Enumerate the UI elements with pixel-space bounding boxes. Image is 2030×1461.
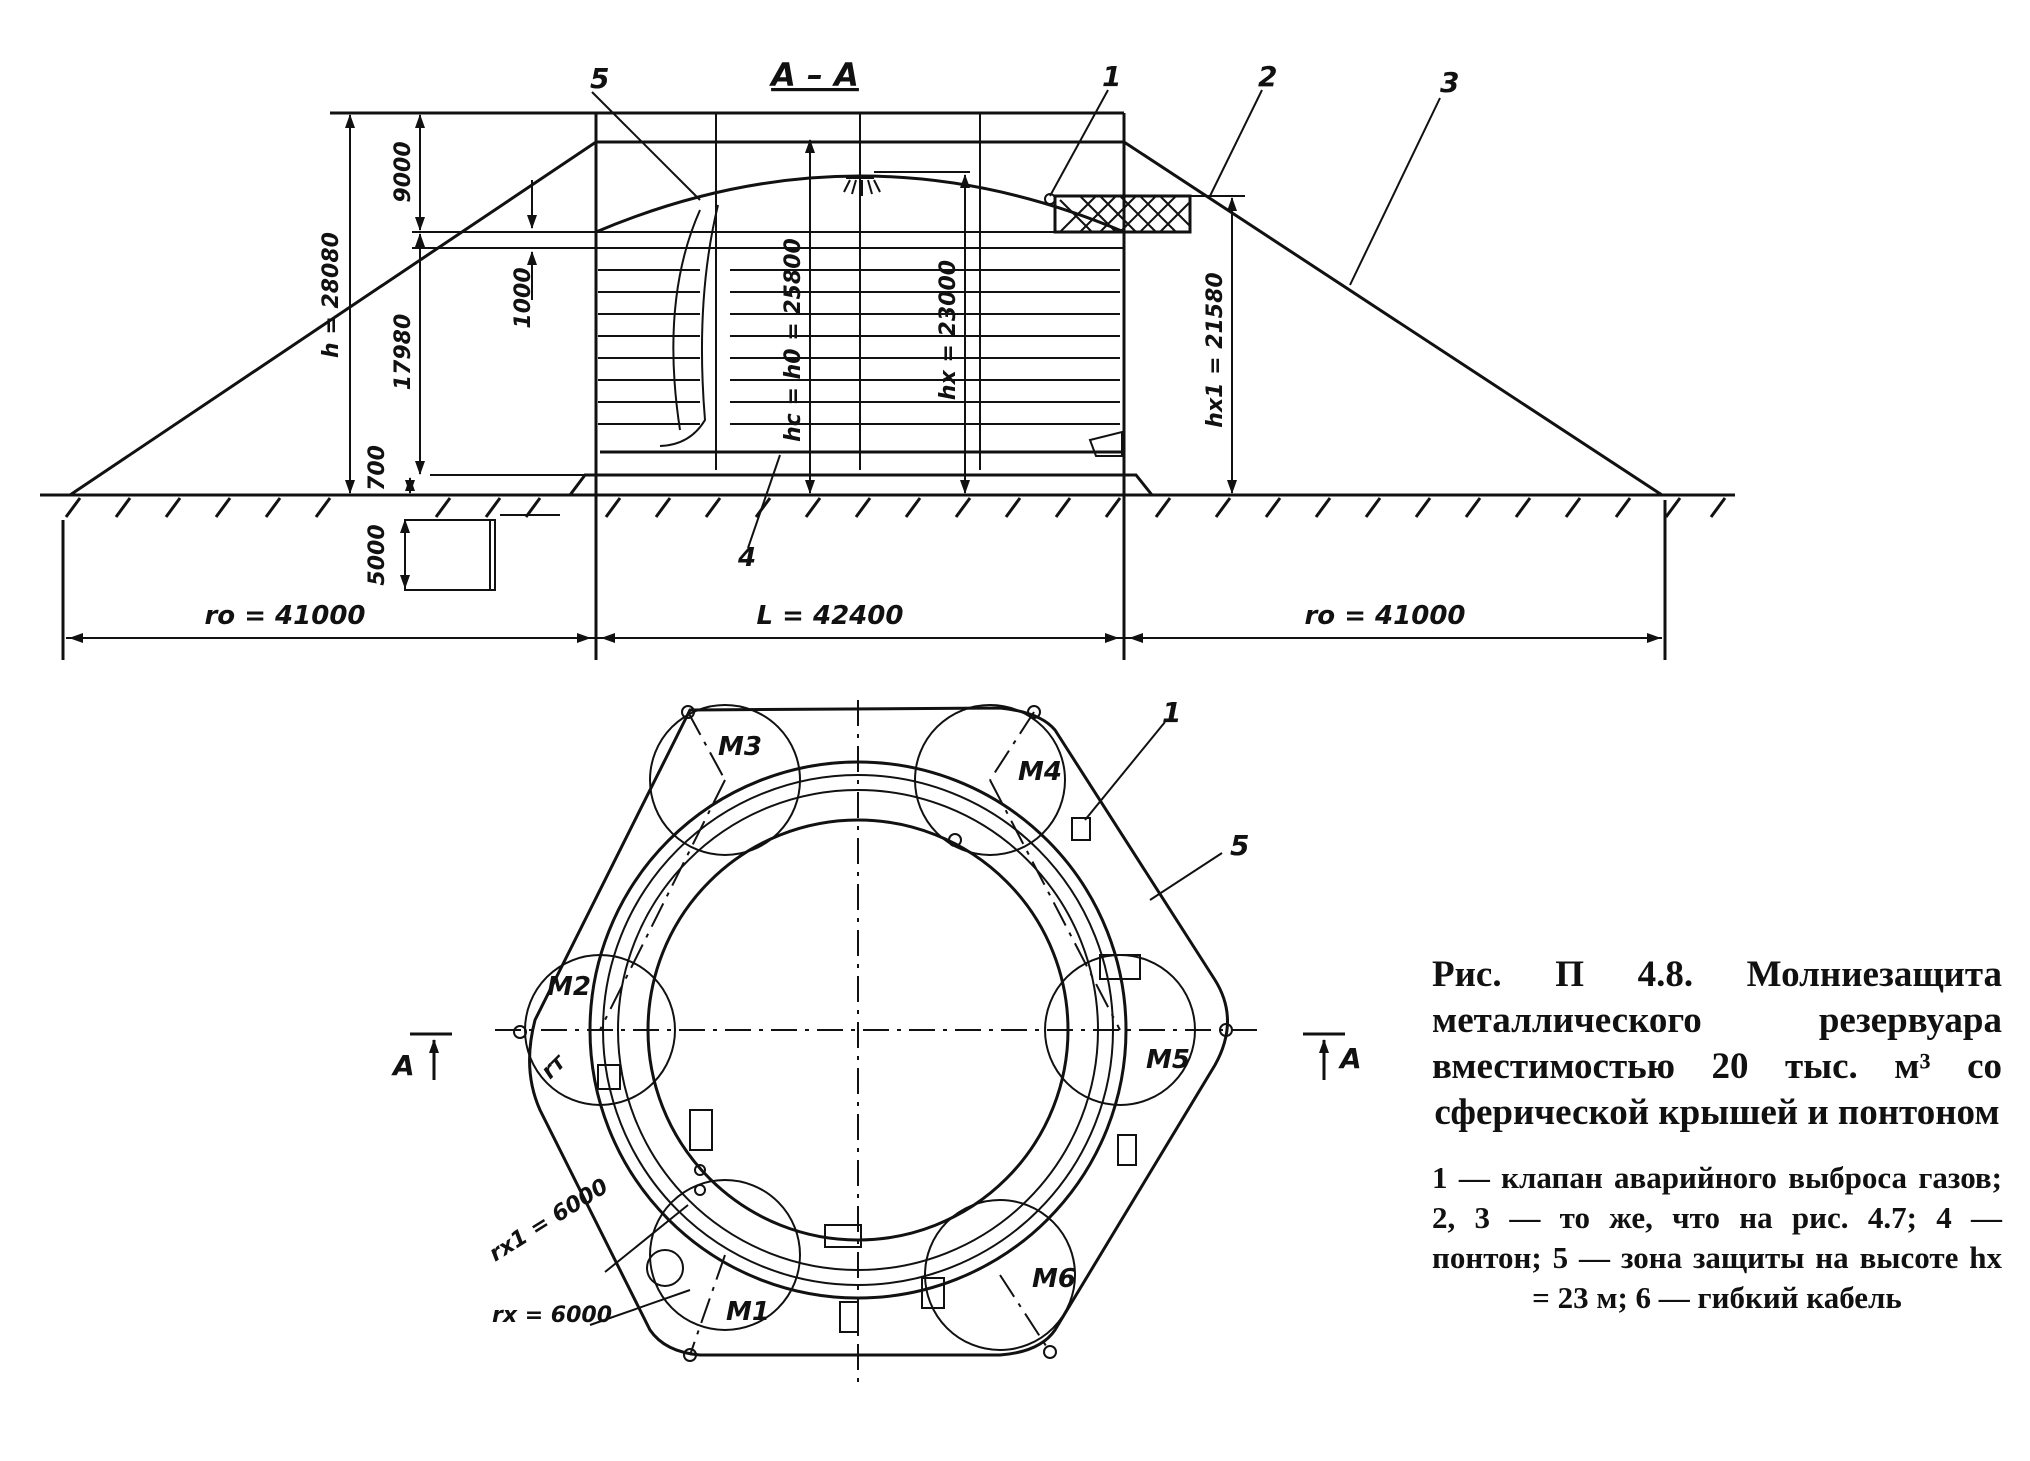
tank-outer-ring [588,760,1128,1300]
section-mark-right-label: А [1338,1042,1362,1075]
mast-zone-m3 [649,704,801,856]
dim-pit: 5000 [365,524,390,585]
callout-5-plan: 5 [1230,829,1249,862]
callout-5-section: 5 [590,62,609,95]
section-mark-left [410,1032,452,1080]
mast-label-m3: М3 [718,732,762,762]
tank-foundation [568,473,1154,496]
protection-zone-outline [69,140,1663,497]
caption-title: Рис. П 4.8. Молниезащита металлического … [1432,954,2002,1133]
vertical-dimensions-left [345,114,537,589]
dim-h: h = 28080 [319,232,344,358]
mast-label-m4: М4 [1018,757,1062,787]
earthing-pit [404,519,496,591]
dim-r-left: rо = 41000 [204,601,365,631]
radius-rt: rт [537,1049,572,1084]
ground-hatching [64,497,1727,518]
tank-inner-ring [646,818,1070,1242]
callout-4-section: 4 [737,543,756,573]
radius-rx: rх = 6000 [492,1303,612,1328]
plan-view: М1 М2 М3 М4 М5 М6 1 5 А А rт rх1 = 6000 … [391,696,1362,1390]
mast-zone-m6 [924,1199,1076,1351]
spherical-roof [595,174,1125,234]
section-mark-left-label: А [391,1049,415,1082]
mast-zone-m1 [649,1179,801,1331]
callout-2-section: 2 [1258,60,1277,93]
mast-label-m2: М2 [547,972,591,1002]
dim-length: L = 42400 [757,601,904,631]
figure-caption: Рис. П 4.8. Молниезащита металлического … [1432,952,2002,1318]
mast-label-m6: М6 [1032,1264,1076,1294]
flexible-cable [659,204,719,447]
protection-zone-hexagon [528,706,1229,1357]
dim-drop: 1000 [511,267,536,328]
mast-points [513,705,1233,1362]
section-title: А – А [768,56,859,94]
ring-equipment [597,817,1141,1333]
dim-r-right: rо = 41000 [1304,601,1465,631]
callout-1-plan: 1 [1162,696,1181,729]
dim-top: 9000 [391,141,416,202]
caption-legend: 1 — клапан аварийного выброса газов; 2, … [1432,1160,2002,1315]
callout-3-section: 3 [1440,66,1459,99]
mast-label-m5: М5 [1146,1045,1190,1075]
hatched-box [1053,194,1192,234]
dim-hx: hх = 23000 [936,260,961,400]
mast-zone-m4 [914,704,1066,856]
mast-label-m1: М1 [726,1297,770,1327]
section-view: А – А 5 1 2 3 4 h = 28080 9000 1000 1798… [40,56,1735,660]
tank-shell-stripes [598,269,1120,425]
dim-mid: 17980 [391,314,416,391]
roof-vent [843,171,970,196]
section-mark-right [1303,1032,1345,1080]
callout-1-section: 1 [1102,60,1121,93]
dim-hx1: hх1 = 21580 [1203,272,1228,427]
dim-hc: hс = h0 = 25800 [781,238,806,442]
dim-base: 700 [365,445,390,491]
